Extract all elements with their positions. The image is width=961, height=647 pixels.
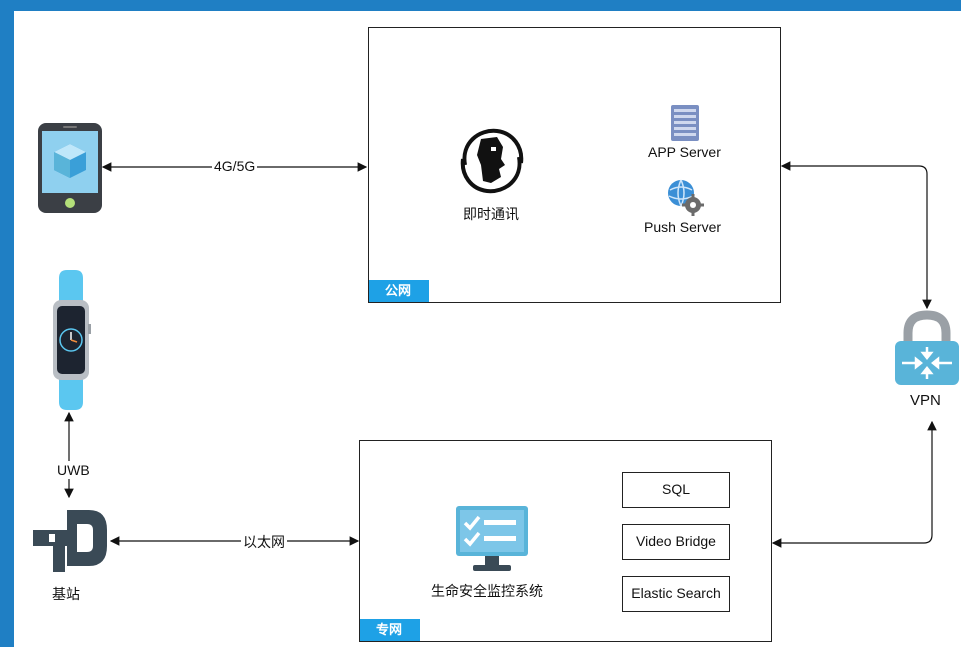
system-label: 生命安全监控系统: [431, 583, 543, 599]
base-station-icon: [33, 510, 107, 572]
push-gear-icon: [668, 179, 704, 216]
private-network-tag: 专网: [360, 619, 421, 641]
vpn-lock-icon: [895, 310, 959, 385]
link-public-vpn: [780, 161, 932, 310]
public-network-tag: 公网: [369, 280, 430, 302]
smartwatch-icon: [53, 270, 91, 410]
service-label: Video Bridge: [636, 533, 716, 549]
public-network-panel: 公网: [368, 27, 781, 303]
link-label-uwb: UWB: [55, 461, 92, 479]
service-box-sql: SQL: [622, 472, 730, 508]
service-box-elastic-search: Elastic Search: [622, 576, 730, 612]
mobile-phone-icon: [38, 123, 102, 213]
link-vpn-private: [771, 420, 937, 548]
im-logo-icon: [460, 128, 524, 194]
app-server-label: APP Server: [648, 144, 721, 160]
server-rack-icon: [671, 105, 699, 141]
vpn-label: VPN: [910, 392, 941, 409]
service-label: SQL: [661, 481, 690, 497]
service-label: Elastic Search: [631, 585, 721, 601]
monitor-checklist-icon: [456, 506, 528, 571]
push-server-label: Push Server: [644, 219, 722, 235]
link-label-mobile: 4G/5G: [212, 158, 258, 174]
im-label: 即时通讯: [463, 206, 519, 222]
diagram-canvas: 4G/5G UWB 以太网 公网 即时通讯 APP Server: [14, 11, 961, 647]
base-station-label: 基站: [52, 586, 80, 602]
service-box-video-bridge: Video Bridge: [622, 524, 730, 560]
link-label-ethernet: 以太网: [241, 532, 287, 552]
